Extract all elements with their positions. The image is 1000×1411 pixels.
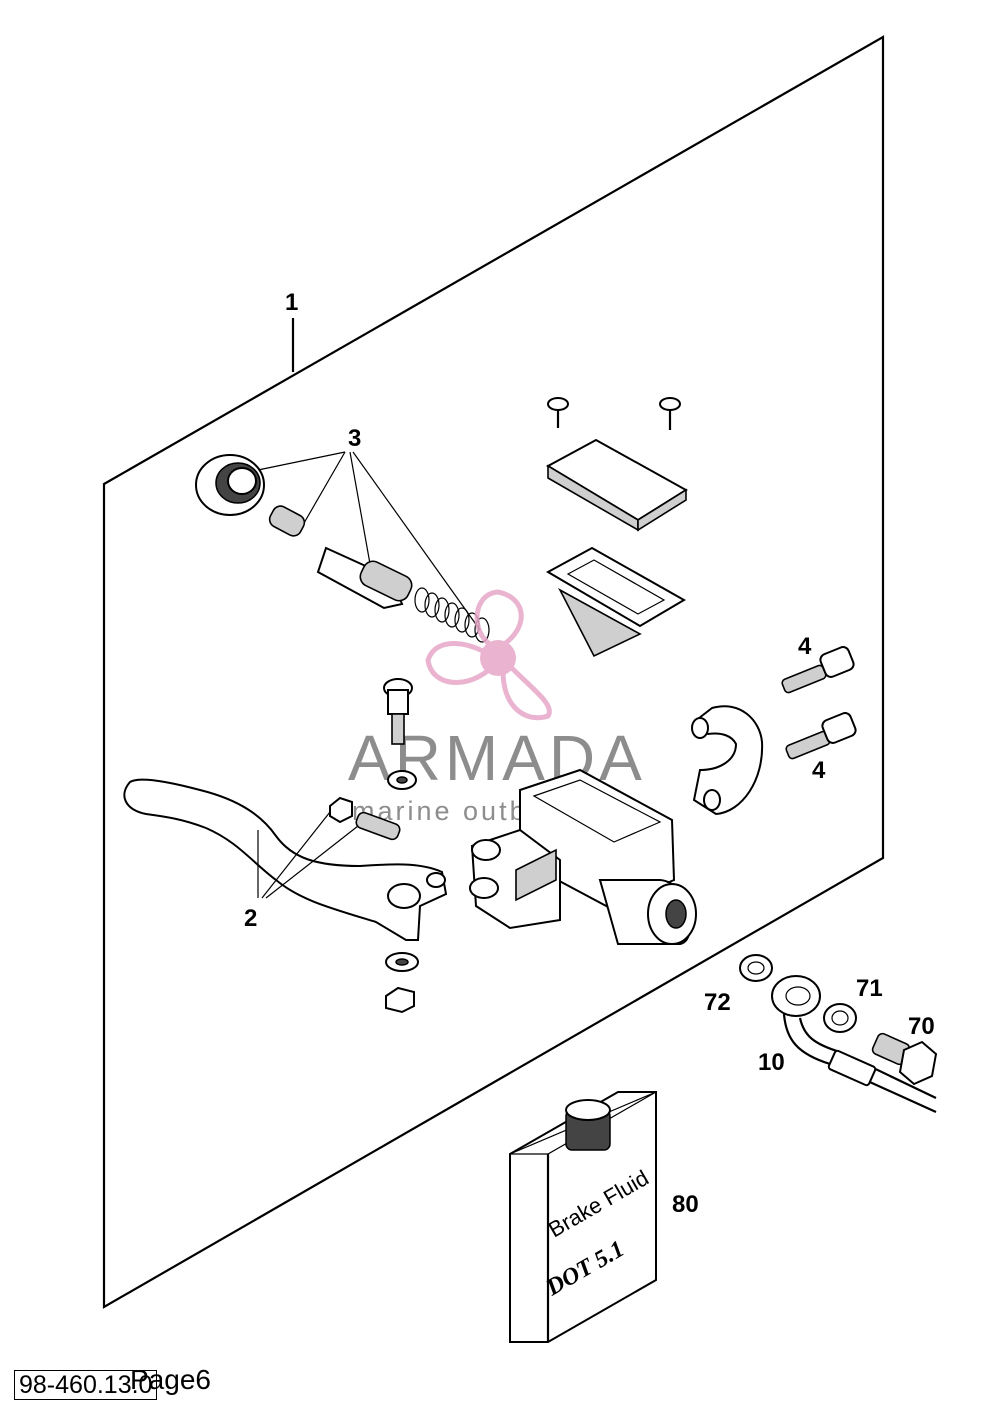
reservoir-cover [545,438,688,532]
part-number-box: 98-460.13.0 [14,1370,158,1400]
cover-screw-left [547,397,569,428]
lever-washer [385,952,419,972]
washer-72 [739,954,773,982]
page-label: Page6 [130,1364,211,1395]
callout-70: 70 [908,1013,935,1040]
lever-nut [385,986,415,1014]
callout-1: 1 [285,289,298,316]
callout-4-upper: 4 [798,633,812,660]
banjo-bolt-70 [871,1032,938,1086]
callout-72: 72 [704,989,731,1016]
callout-80: 80 [672,1191,699,1218]
callout-10: 10 [758,1049,785,1076]
reservoir-diaphragm [545,546,686,658]
piston-seal-ring [195,454,265,516]
pivot-washer [387,770,417,790]
handlebar-clamp [691,705,764,816]
brake-line-10 [771,975,937,1114]
callout-2: 2 [244,905,257,932]
callout-3: 3 [348,425,361,452]
adjuster-nut [329,796,353,824]
callout-71: 71 [856,975,883,1002]
adjuster-screw [355,811,401,841]
brake-fluid-bottle: Brake Fluid DOT 5.1 [509,1091,657,1343]
washer-71 [823,1003,857,1033]
piston [316,546,413,610]
callout-4-lower: 4 [812,757,826,784]
lever-pivot-bolt [383,678,413,745]
clamp-screw-lower [785,712,857,760]
piston-pin [268,505,306,537]
cover-screw-right [659,397,681,430]
brake-lever [123,778,448,941]
clamp-screw-upper [781,646,855,694]
kit-frame [102,35,885,1309]
leader-2 [257,811,359,899]
master-cylinder-body [469,768,697,945]
leader-3 [257,451,481,631]
